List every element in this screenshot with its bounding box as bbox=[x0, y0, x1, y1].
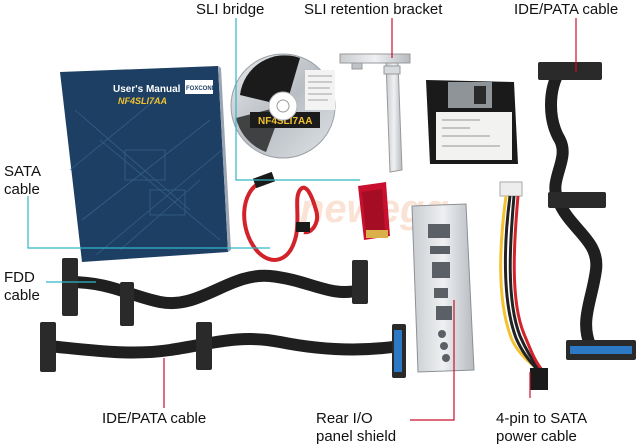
ide-pata-cable-right bbox=[538, 62, 636, 360]
label-sata-cable-line2: cable bbox=[4, 181, 40, 198]
manual-model: NF4SLI7AA bbox=[118, 96, 167, 106]
manual-title: User's Manual bbox=[113, 84, 181, 95]
fdd-cable bbox=[62, 258, 368, 326]
leader-sata-cable bbox=[27, 196, 270, 249]
manual-cover bbox=[60, 66, 228, 262]
label-rear-io-line1: Rear I/O bbox=[316, 410, 373, 427]
manual-brand: FOXCONN bbox=[186, 86, 216, 92]
fdd-floppy-disk bbox=[426, 80, 518, 164]
label-sata-cable-line1: SATA bbox=[4, 163, 41, 180]
leader-sli-bridge bbox=[235, 18, 360, 181]
callout-leaders bbox=[27, 18, 577, 421]
label-ide-pata-cable-bottom: IDE/PATA cable bbox=[102, 410, 207, 427]
sli-retention-bracket bbox=[339, 53, 411, 173]
label-sli-retention-bracket: SLI retention bracket bbox=[304, 1, 443, 18]
label-ide-pata-cable-top: IDE/PATA cable bbox=[514, 1, 619, 18]
power-adapter-cable bbox=[499, 181, 548, 390]
label-fdd-cable-line2: cable bbox=[4, 287, 40, 304]
users-manual: User's Manual NF4SLI7AA FOXCONN bbox=[60, 66, 231, 262]
label-sli-bridge: SLI bridge bbox=[196, 1, 265, 18]
rear-io-shield bbox=[411, 203, 475, 373]
sli-bridge bbox=[358, 182, 390, 240]
driver-cd: NF4SLI7AA bbox=[230, 53, 336, 159]
label-power-cable-line2: power cable bbox=[496, 428, 577, 445]
cd-model: NF4SLI7AA bbox=[258, 116, 312, 127]
ide-pata-cable-bottom bbox=[40, 322, 406, 378]
leader-rear-io bbox=[410, 300, 455, 421]
label-power-cable-line1: 4-pin to SATA bbox=[496, 410, 588, 427]
label-rear-io-line2: panel shield bbox=[316, 428, 397, 445]
label-fdd-cable-line1: FDD bbox=[4, 269, 35, 286]
